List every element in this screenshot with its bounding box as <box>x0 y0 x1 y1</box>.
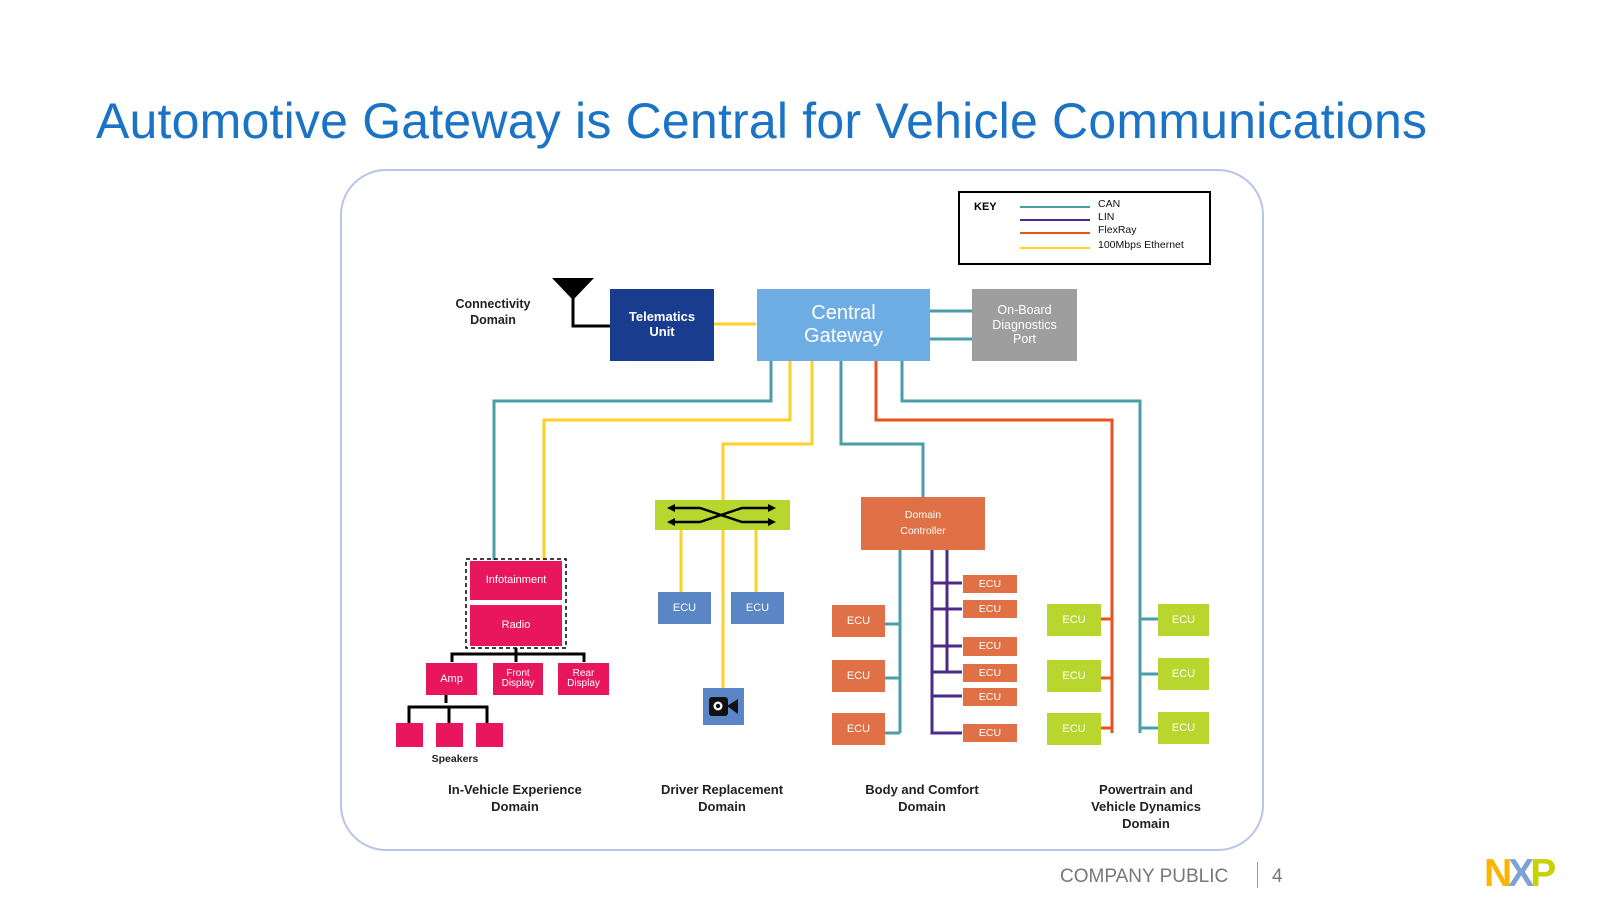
bc-ecu-left-2: ECU <box>832 660 885 692</box>
speakers-label: Speakers <box>431 753 479 765</box>
bc-ecu-lin-1: ECU <box>963 575 1017 593</box>
audio-tree <box>407 648 586 725</box>
antenna-connection <box>571 290 610 328</box>
bc-ecu-left-3: ECU <box>832 713 885 745</box>
front-display-box: Front Display <box>493 663 543 695</box>
footer-separator <box>1257 862 1258 888</box>
radio-box: Radio <box>470 605 562 646</box>
can-lines <box>492 309 1159 735</box>
pt-ecu-left-2: ECU <box>1047 660 1101 692</box>
speaker-1 <box>396 723 423 747</box>
classification-label: COMPANY PUBLIC <box>1060 866 1229 887</box>
pt-ecu-right-3: ECU <box>1158 712 1209 744</box>
domain-label-body-comfort: Body and Comfort Domain <box>865 782 979 814</box>
legend-can-label: CAN <box>1098 198 1121 210</box>
nxp-logo: NXP <box>1484 852 1556 895</box>
pt-ecu-left-1: ECU <box>1047 604 1101 636</box>
bc-ecu-lin-4: ECU <box>963 664 1017 682</box>
flexray-lines <box>874 361 1114 733</box>
bc-ecu-lin-6: ECU <box>963 724 1017 742</box>
domain-label-in-vehicle: In-Vehicle Experience Domain <box>448 782 582 814</box>
domain-label-powertrain: Powertrain and Vehicle Dynamics Domain <box>1091 782 1201 831</box>
bc-ecu-lin-3: ECU <box>963 637 1017 656</box>
central-gateway: Central Gateway <box>757 289 930 361</box>
lin-lines <box>930 550 962 735</box>
connectivity-domain-label: Connectivity Domain <box>455 297 531 328</box>
diagnostics-port: On-Board Diagnostics Port <box>972 289 1077 361</box>
page-number: 4 <box>1272 866 1283 887</box>
pt-ecu-left-3: ECU <box>1047 713 1101 745</box>
bc-ecu-lin-5: ECU <box>963 688 1017 706</box>
pt-ecu-right-2: ECU <box>1158 658 1209 690</box>
legend-ethernet-line <box>1020 247 1090 249</box>
legend-lin-label: LIN <box>1098 211 1115 223</box>
bc-ecu-lin-2: ECU <box>963 600 1017 618</box>
switch-arrowheads <box>667 504 776 526</box>
legend-lin-line <box>1020 219 1090 221</box>
bc-ecu-left-1: ECU <box>832 605 885 637</box>
diagram-frame <box>340 169 1264 851</box>
legend-title: KEY <box>974 201 997 213</box>
switch-arrows <box>675 506 768 524</box>
infotainment-group-outline <box>465 558 567 649</box>
page-title: Automotive Gateway is Central for Vehicl… <box>96 93 1428 149</box>
ethernet-lines <box>542 322 814 688</box>
speaker-3 <box>476 723 503 747</box>
amp-box: Amp <box>426 663 477 695</box>
infotainment-box: Infotainment <box>470 561 562 600</box>
legend-ethernet-label: 100Mbps Ethernet <box>1098 239 1184 251</box>
rear-display-box: Rear Display <box>558 663 609 695</box>
legend-flexray-line <box>1020 232 1090 234</box>
legend-can-line <box>1020 206 1090 208</box>
dr-ecu-2: ECU <box>731 592 784 624</box>
camera-glyph <box>709 697 738 716</box>
pt-ecu-right-1: ECU <box>1158 604 1209 636</box>
speaker-2 <box>436 723 463 747</box>
legend-key: KEY CAN LIN FlexRay 100Mbps Ethernet <box>958 191 1211 265</box>
domain-label-driver-replacement: Driver Replacement Domain <box>660 782 784 814</box>
antenna-icon <box>552 278 594 300</box>
telematics-unit: Telematics Unit <box>610 289 714 361</box>
dr-ecu-1: ECU <box>658 592 711 624</box>
domain-controller: Domain Controller <box>861 497 985 550</box>
legend-flexray-label: FlexRay <box>1098 224 1137 236</box>
